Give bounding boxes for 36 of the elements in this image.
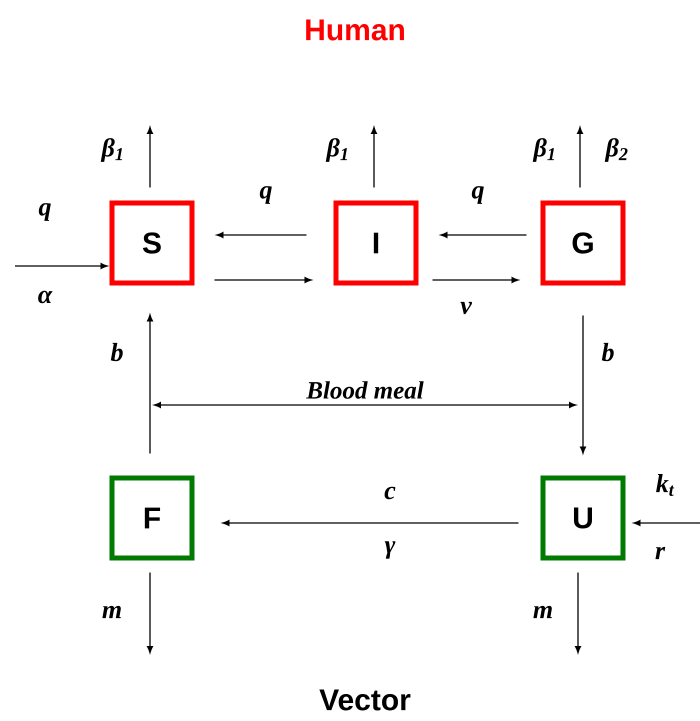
- arrow: [147, 314, 153, 454]
- arrow: [216, 232, 306, 238]
- arrow: [577, 126, 583, 188]
- arrow: [222, 520, 518, 526]
- arrow: [371, 126, 377, 188]
- rate-label: q: [470, 185, 486, 205]
- rate-label: β$_{2}$: [604, 137, 630, 163]
- compartment-box: U: [540, 476, 626, 560]
- caption: Vector: [319, 690, 410, 710]
- rate-label: β$_{1}$: [532, 137, 558, 163]
- arrow: [440, 232, 526, 238]
- compartment-box: I: [334, 200, 418, 286]
- arrow: [147, 126, 153, 188]
- rate-label: k$_{t}$: [654, 473, 676, 497]
- arrow: [432, 277, 519, 283]
- blood-meal-label: Blood meal: [305, 380, 425, 400]
- compartment-box: G: [540, 200, 626, 286]
- arrow: [575, 572, 581, 654]
- rate-label: α: [36, 290, 54, 304]
- arrow: [580, 316, 586, 454]
- rate-label: β$_{1}$: [326, 137, 350, 163]
- rate-label: γ: [384, 540, 396, 560]
- arrow: [214, 277, 312, 283]
- title: Human: [306, 20, 404, 40]
- arrow: [147, 572, 153, 654]
- compartment-box: F: [110, 476, 194, 560]
- rate-label: β$_{1}$: [100, 137, 126, 163]
- rate-label: q: [258, 185, 274, 205]
- arrow: [15, 263, 108, 269]
- rate-label: ν: [459, 300, 473, 316]
- rate-label: q: [38, 202, 52, 222]
- rate-label: b: [600, 342, 616, 362]
- arrow: [633, 520, 700, 526]
- rate-label: b: [110, 342, 124, 362]
- compartment-box: S: [110, 200, 194, 286]
- rate-label: c: [383, 486, 397, 500]
